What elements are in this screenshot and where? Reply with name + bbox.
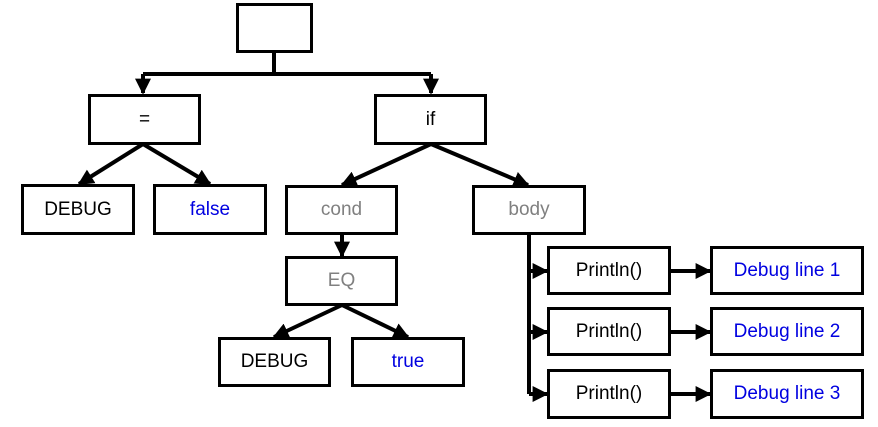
debug-variable-node: DEBUG [21, 184, 135, 235]
debug-compare-node: DEBUG [218, 337, 331, 387]
edge-assign-to-false [141, 142, 212, 186]
edge-eq-to-debug [272, 303, 343, 339]
if-node: if [374, 94, 487, 145]
true-literal-node: true [351, 337, 465, 387]
false-literal-node: false [153, 184, 267, 235]
body-node: body [472, 185, 586, 235]
edge-assign-to-debug [77, 142, 145, 186]
println-node-2: Println() [547, 307, 671, 356]
edge-eq-to-true [341, 303, 410, 339]
edge-if-to-body [430, 142, 530, 187]
argument-node-1: Debug line 1 [710, 246, 864, 295]
root-node [236, 3, 313, 53]
assign-node: = [88, 94, 201, 145]
println-node-3: Println() [547, 369, 671, 419]
edge-if-to-cond [340, 142, 432, 187]
argument-node-2: Debug line 2 [710, 307, 864, 356]
argument-node-3: Debug line 3 [710, 369, 864, 419]
eq-node: EQ [285, 256, 398, 306]
println-node-1: Println() [547, 246, 671, 295]
cond-node: cond [285, 185, 398, 235]
